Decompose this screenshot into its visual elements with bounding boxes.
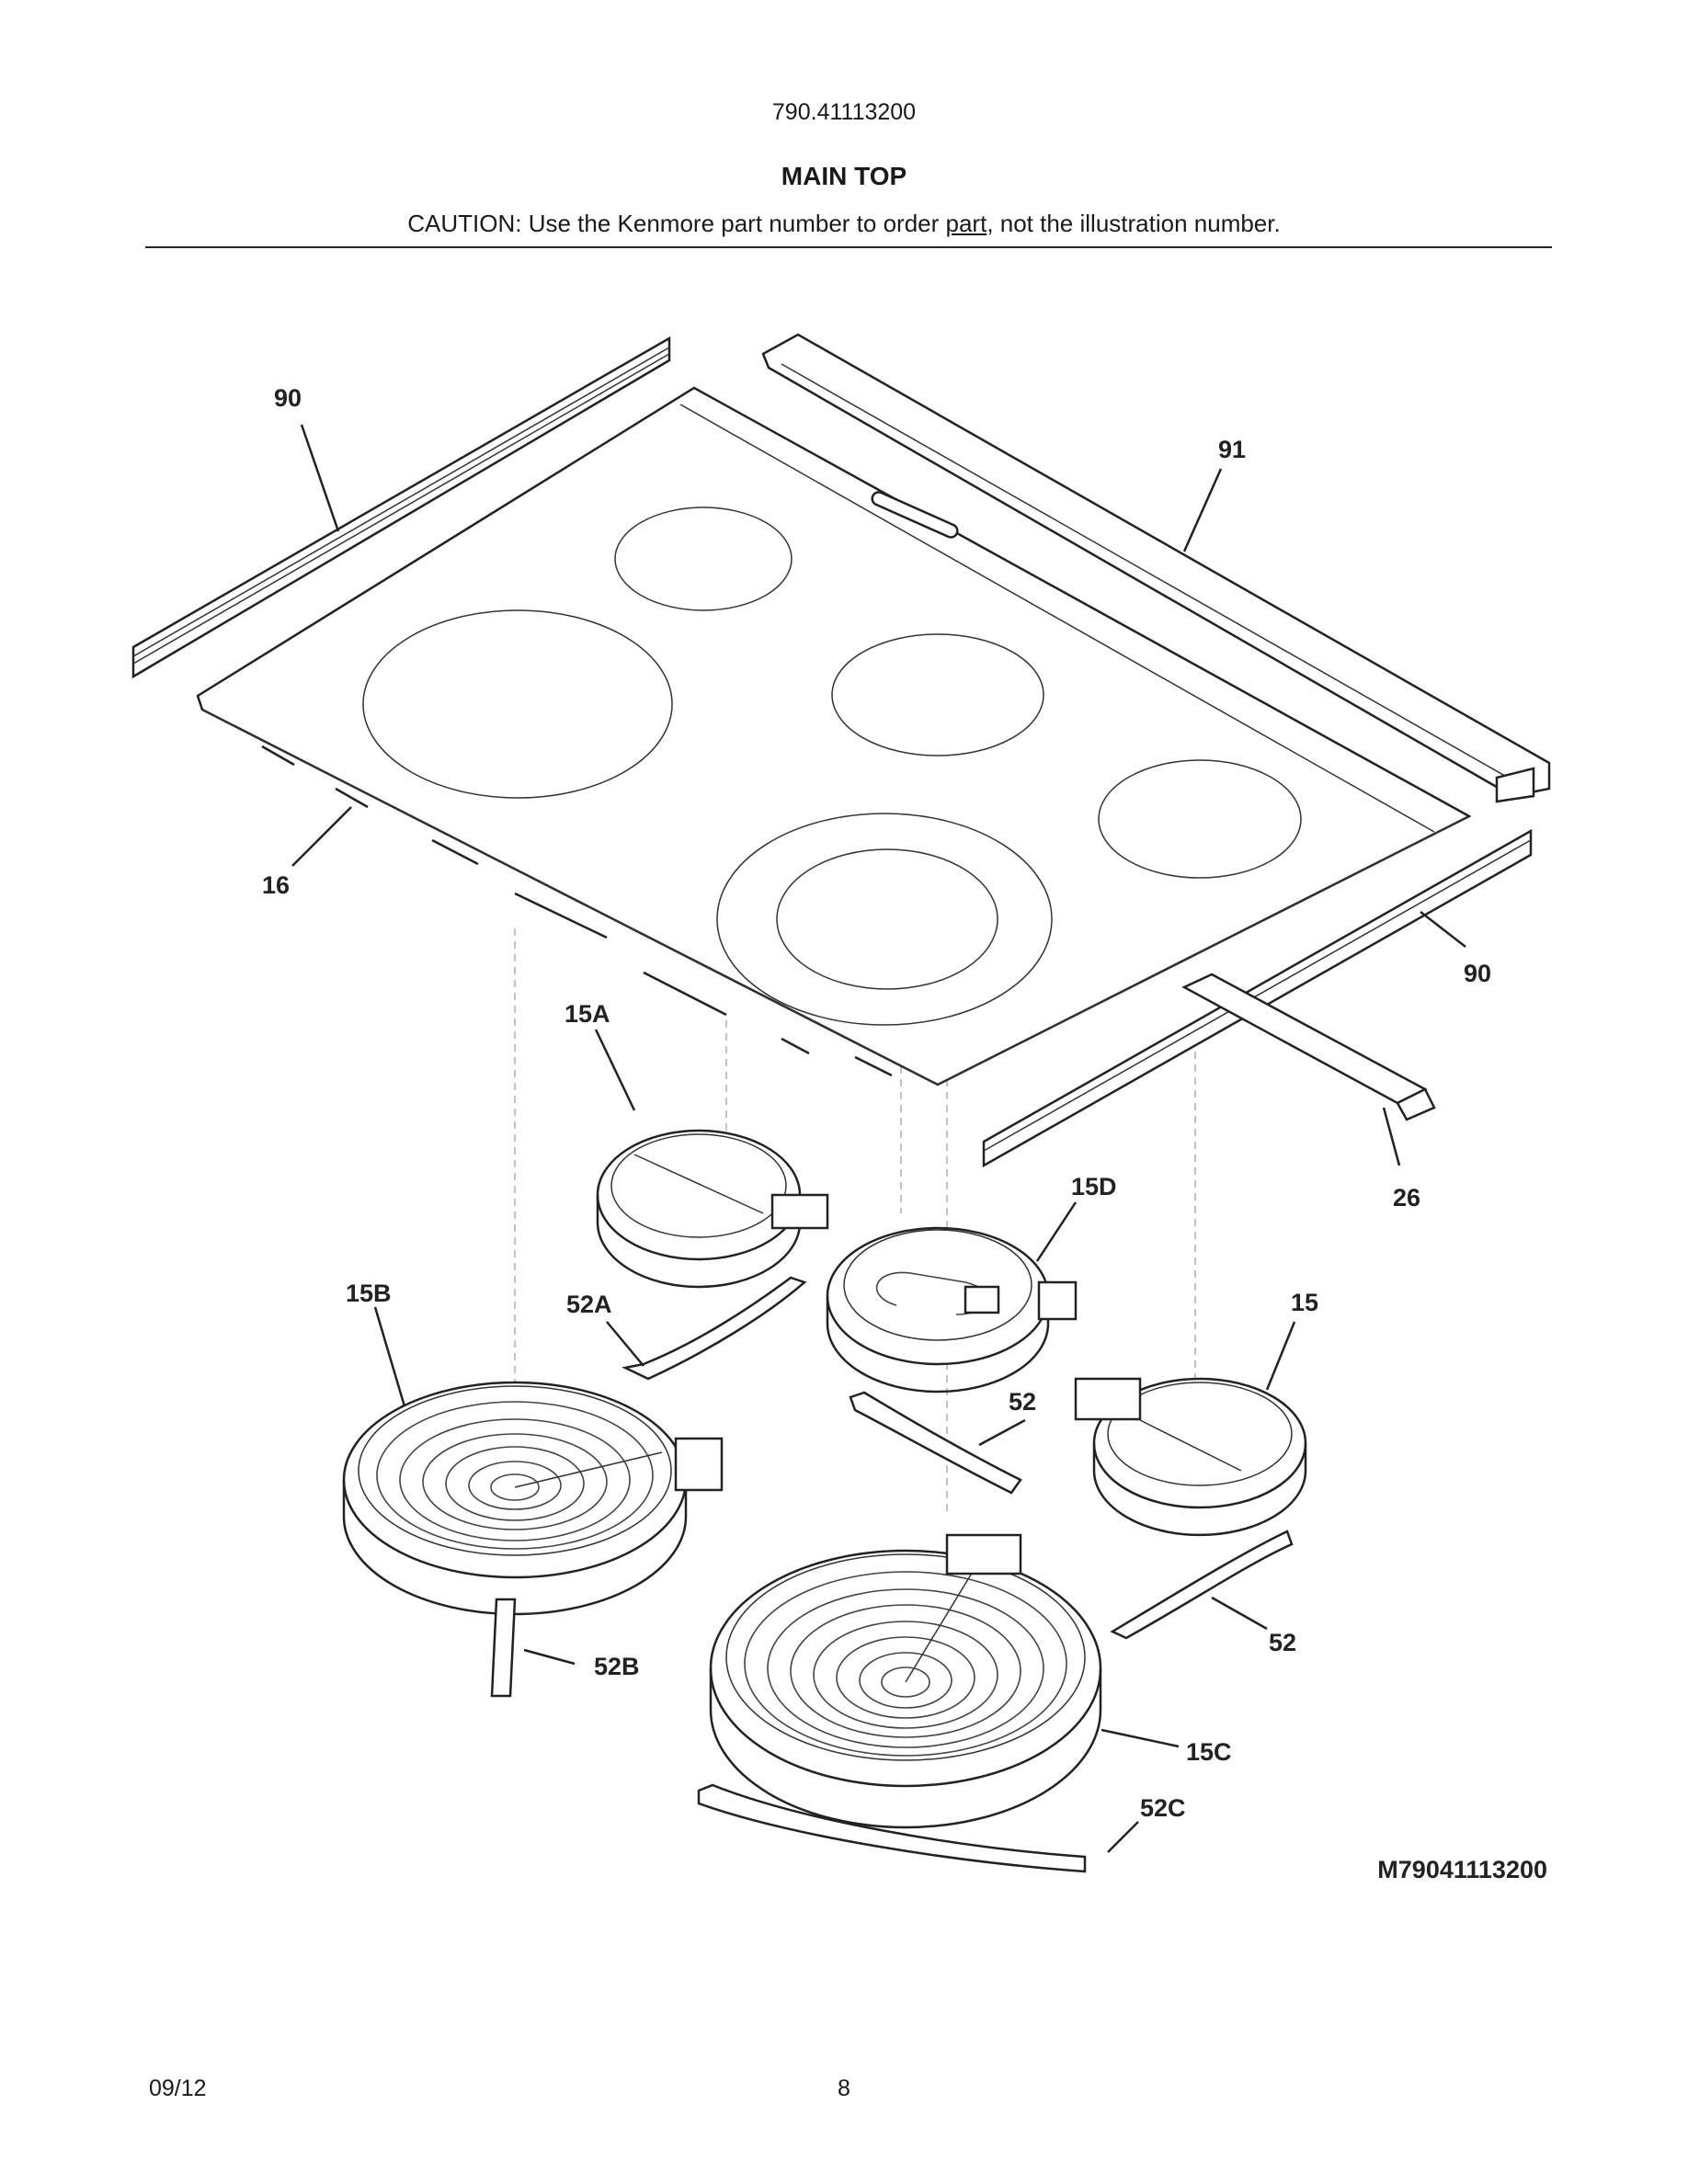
strap-52a bbox=[622, 1276, 807, 1381]
callout-52b: 52B bbox=[594, 1653, 640, 1680]
page-title: MAIN TOP bbox=[781, 162, 907, 190]
callout-52-right: 52 bbox=[1269, 1629, 1296, 1656]
caution-text-before: CAUTION: Use the Kenmore part number to … bbox=[407, 210, 946, 237]
strap-52-mid bbox=[849, 1391, 1022, 1495]
trim-strip-left bbox=[131, 336, 671, 679]
caution-note: CAUTION: Use the Kenmore part number to … bbox=[0, 210, 1688, 238]
support-bracket bbox=[1181, 973, 1436, 1121]
caution-text-after: , not the illustration number. bbox=[987, 210, 1281, 237]
callout-90-left: 90 bbox=[274, 384, 302, 412]
callout-labels: 90 91 16 90 15A 15D 26 15B 52A 15 52 52 … bbox=[262, 384, 1547, 1883]
element-15d bbox=[826, 1226, 1078, 1393]
leader-lines bbox=[291, 424, 1466, 1853]
callout-15d: 15D bbox=[1071, 1173, 1117, 1200]
callout-52a: 52A bbox=[566, 1291, 612, 1318]
mounting-straps bbox=[490, 1276, 1294, 1873]
callout-52c: 52C bbox=[1140, 1794, 1186, 1822]
element-15c bbox=[709, 1533, 1102, 1829]
strap-52c bbox=[697, 1783, 1087, 1873]
rear-trim bbox=[761, 333, 1551, 803]
footer-date: 09/12 bbox=[149, 2076, 207, 2101]
callout-90-right: 90 bbox=[1464, 960, 1491, 987]
callout-26: 26 bbox=[1393, 1184, 1420, 1211]
callout-15c: 15C bbox=[1186, 1738, 1232, 1766]
strap-52b bbox=[490, 1598, 517, 1698]
element-15b bbox=[342, 1381, 724, 1616]
callout-52-mid: 52 bbox=[1009, 1388, 1036, 1416]
element-15a bbox=[596, 1129, 829, 1289]
drawing-code: M79041113200 bbox=[1377, 1856, 1547, 1883]
callout-91: 91 bbox=[1218, 436, 1246, 463]
page-number: 8 bbox=[838, 2076, 850, 2101]
callout-16: 16 bbox=[262, 871, 290, 899]
strap-52-right bbox=[1110, 1530, 1294, 1640]
caution-text-underlined: part bbox=[945, 210, 987, 237]
callout-15: 15 bbox=[1291, 1289, 1318, 1316]
element-15 bbox=[1074, 1377, 1307, 1537]
header-divider bbox=[145, 246, 1552, 248]
callout-15a: 15A bbox=[565, 1000, 610, 1028]
callout-15b: 15B bbox=[346, 1280, 392, 1307]
model-number: 790.41113200 bbox=[771, 99, 917, 125]
glass-cooktop bbox=[196, 386, 1472, 1086]
